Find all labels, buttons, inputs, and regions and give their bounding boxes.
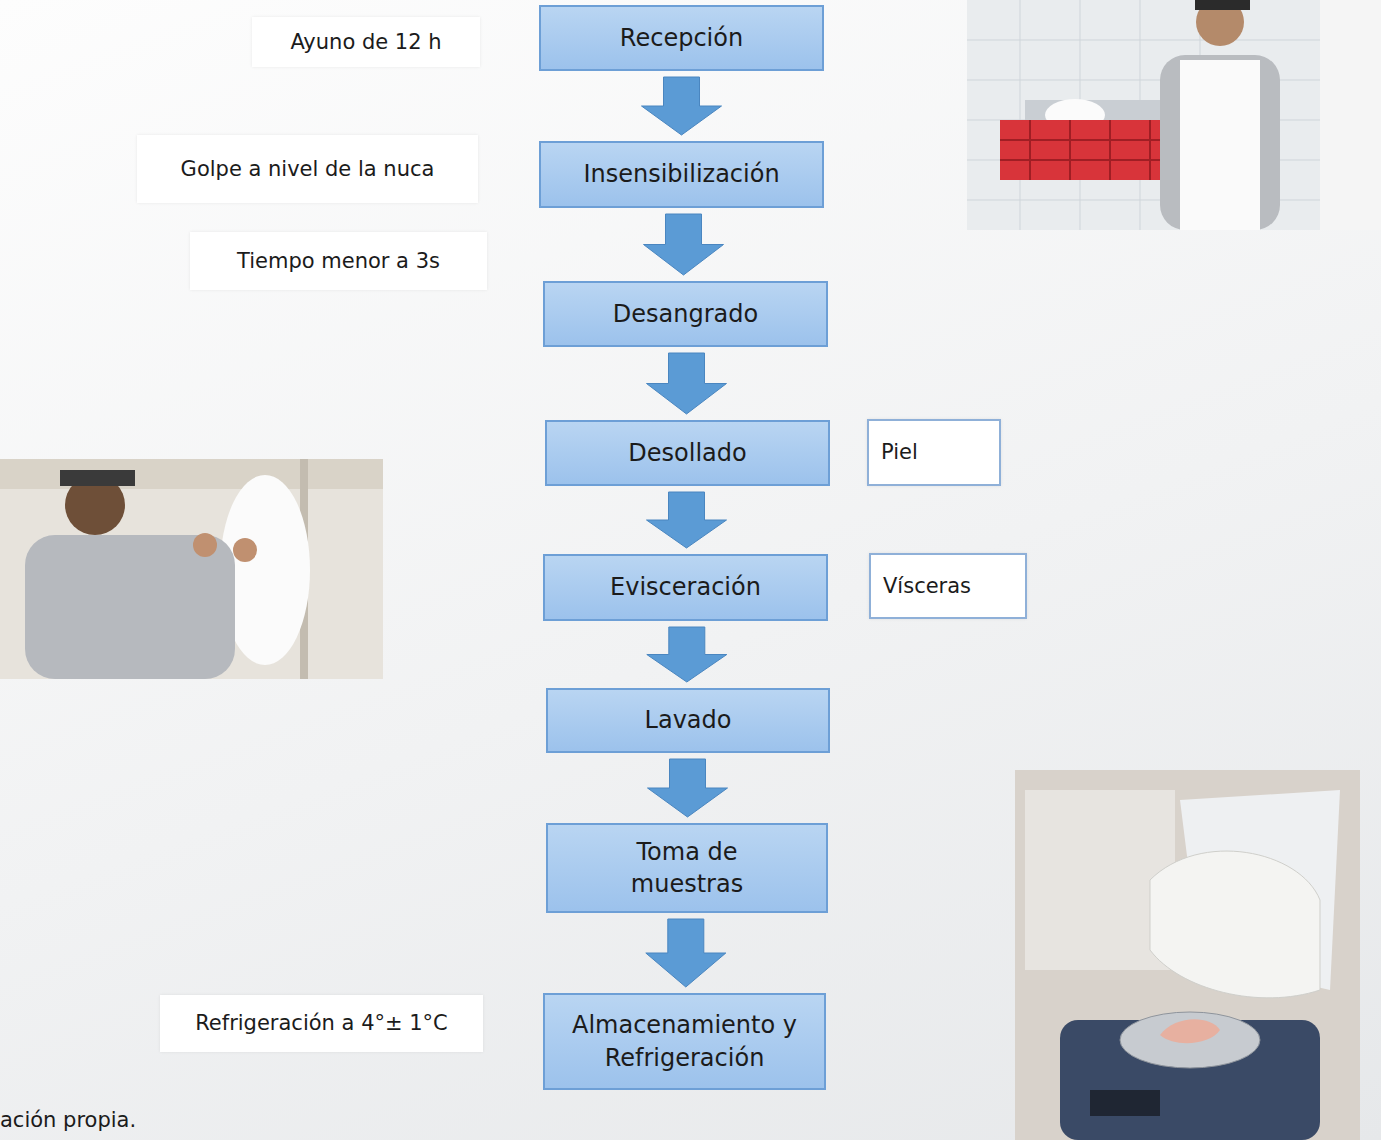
box-label: Tiempo menor a 3s [237, 247, 440, 275]
box-label: Desangrado [613, 298, 758, 330]
note-box: Vísceras [869, 553, 1027, 619]
box-label: Piel [881, 438, 918, 466]
sampling-photo [1015, 770, 1360, 1140]
process-box: Almacenamiento y Refrigeración [543, 993, 826, 1090]
note-box: Refrigeración a 4°± 1°C [160, 995, 483, 1052]
process-box: Recepción [539, 5, 824, 71]
process-box: Toma de muestras [546, 823, 828, 913]
figure-caption: ación propia. [0, 1108, 136, 1132]
box-label: Vísceras [883, 572, 971, 600]
note-box: Golpe a nivel de la nuca [137, 135, 478, 203]
process-box: Desangrado [543, 281, 828, 347]
box-label: Desollado [628, 437, 746, 469]
box-label: Ayuno de 12 h [290, 28, 441, 56]
box-label: Lavado [645, 704, 732, 736]
note-box: Piel [867, 419, 1001, 486]
box-label: Insensibilización [583, 158, 779, 190]
block-arrow [647, 492, 727, 548]
block-arrow [644, 214, 724, 275]
process-box: Evisceración [543, 554, 828, 621]
note-box: Tiempo menor a 3s [190, 232, 487, 290]
process-box: Insensibilización [539, 141, 824, 208]
block-arrow [648, 759, 728, 817]
reception-photo [967, 0, 1381, 230]
box-label: Toma de muestras [617, 836, 757, 901]
process-box: Lavado [546, 688, 830, 753]
skinning-photo [0, 459, 383, 679]
block-arrow [647, 627, 727, 682]
block-arrow [646, 919, 726, 987]
box-label: Recepción [620, 22, 743, 54]
box-label: Refrigeración a 4°± 1°C [195, 1009, 448, 1037]
note-box: Ayuno de 12 h [252, 17, 480, 67]
process-box: Desollado [545, 420, 830, 486]
box-label: Golpe a nivel de la nuca [181, 155, 435, 183]
block-arrow [647, 353, 727, 414]
box-label: Evisceración [610, 571, 761, 603]
box-label: Almacenamiento y Refrigeración [570, 1009, 800, 1074]
block-arrow [642, 77, 722, 135]
